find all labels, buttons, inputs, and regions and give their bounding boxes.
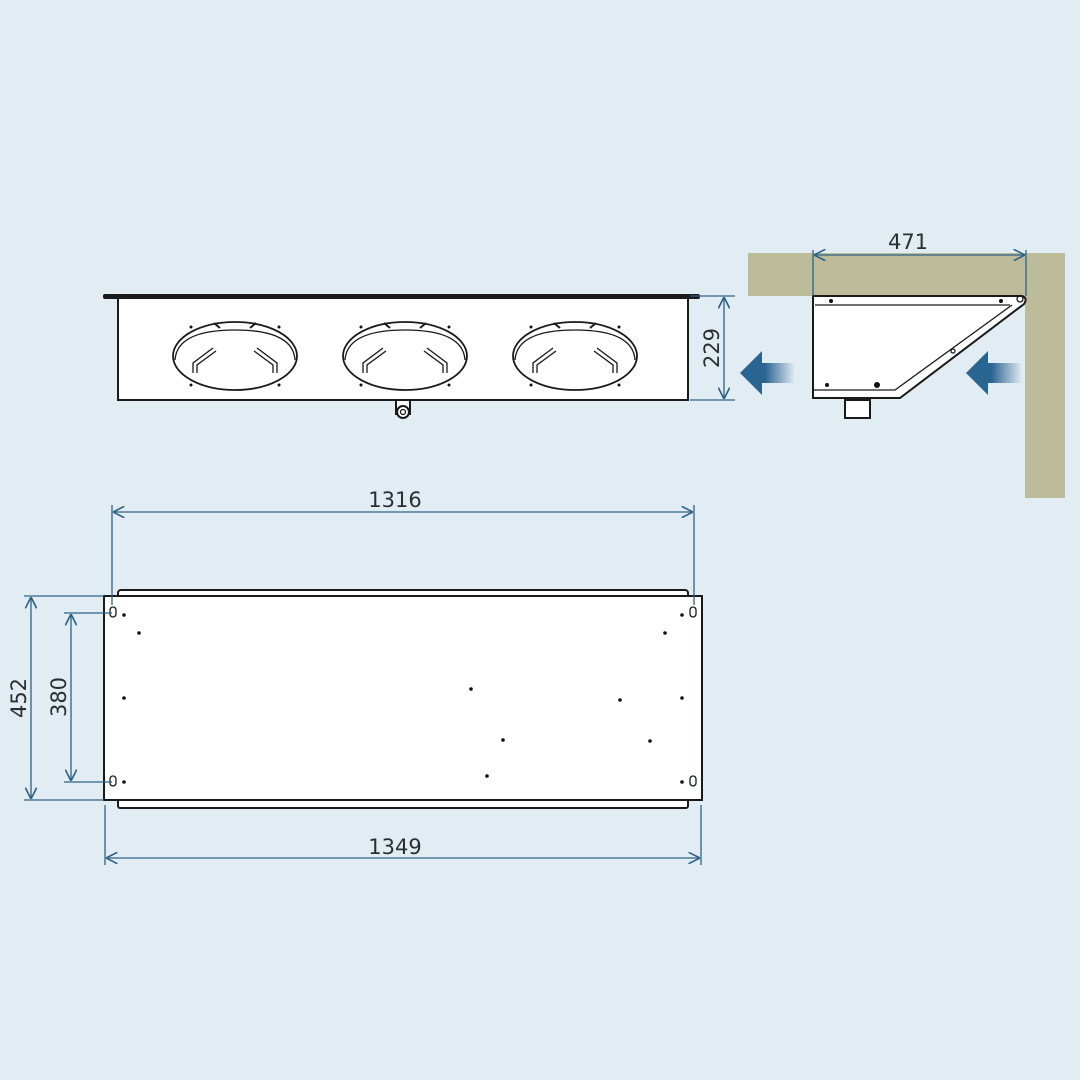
screw-hole xyxy=(501,738,505,742)
side-view xyxy=(812,295,1027,419)
dimension-label: 471 xyxy=(888,230,928,254)
fan-ring xyxy=(342,321,468,391)
fan-ring xyxy=(512,321,638,391)
plan-view xyxy=(103,589,703,809)
top-mount-rail xyxy=(103,294,700,299)
dimension-label: 1349 xyxy=(368,835,421,859)
dimension-mount-spacing: 1316 xyxy=(111,488,695,605)
screw-hole xyxy=(122,780,126,784)
screw-hole xyxy=(122,696,126,700)
airflow-arrow-out xyxy=(740,351,795,395)
dimension-front-height: 229 xyxy=(690,295,735,401)
airflow-arrow-in xyxy=(966,351,1022,395)
drain-stub xyxy=(395,399,411,419)
dimension-overall-width: 452 xyxy=(7,595,104,801)
screw-hole xyxy=(485,774,489,778)
dimension-overall-length: 1349 xyxy=(104,805,702,865)
dimension-mount-width: 380 xyxy=(47,612,112,783)
dimension-label: 1316 xyxy=(368,488,421,512)
mounting-slot xyxy=(689,775,697,787)
screw-hole xyxy=(469,687,473,691)
mounting-slot xyxy=(109,606,117,618)
screw-hole xyxy=(680,613,684,617)
screw-hole xyxy=(122,613,126,617)
dimension-side-depth: 471 xyxy=(812,230,1027,296)
mounting-slot xyxy=(689,606,697,618)
screw-hole xyxy=(137,631,141,635)
front-view xyxy=(103,294,700,419)
screw-hole xyxy=(648,739,652,743)
screw-hole xyxy=(618,698,622,702)
mounting-slot xyxy=(109,775,117,787)
fan-ring xyxy=(172,321,298,391)
screw-hole xyxy=(680,780,684,784)
screw-hole xyxy=(663,631,667,635)
screw-hole xyxy=(680,696,684,700)
dimension-label: 229 xyxy=(700,328,724,368)
dimension-label: 452 xyxy=(7,678,31,718)
dimension-label: 380 xyxy=(47,677,71,717)
